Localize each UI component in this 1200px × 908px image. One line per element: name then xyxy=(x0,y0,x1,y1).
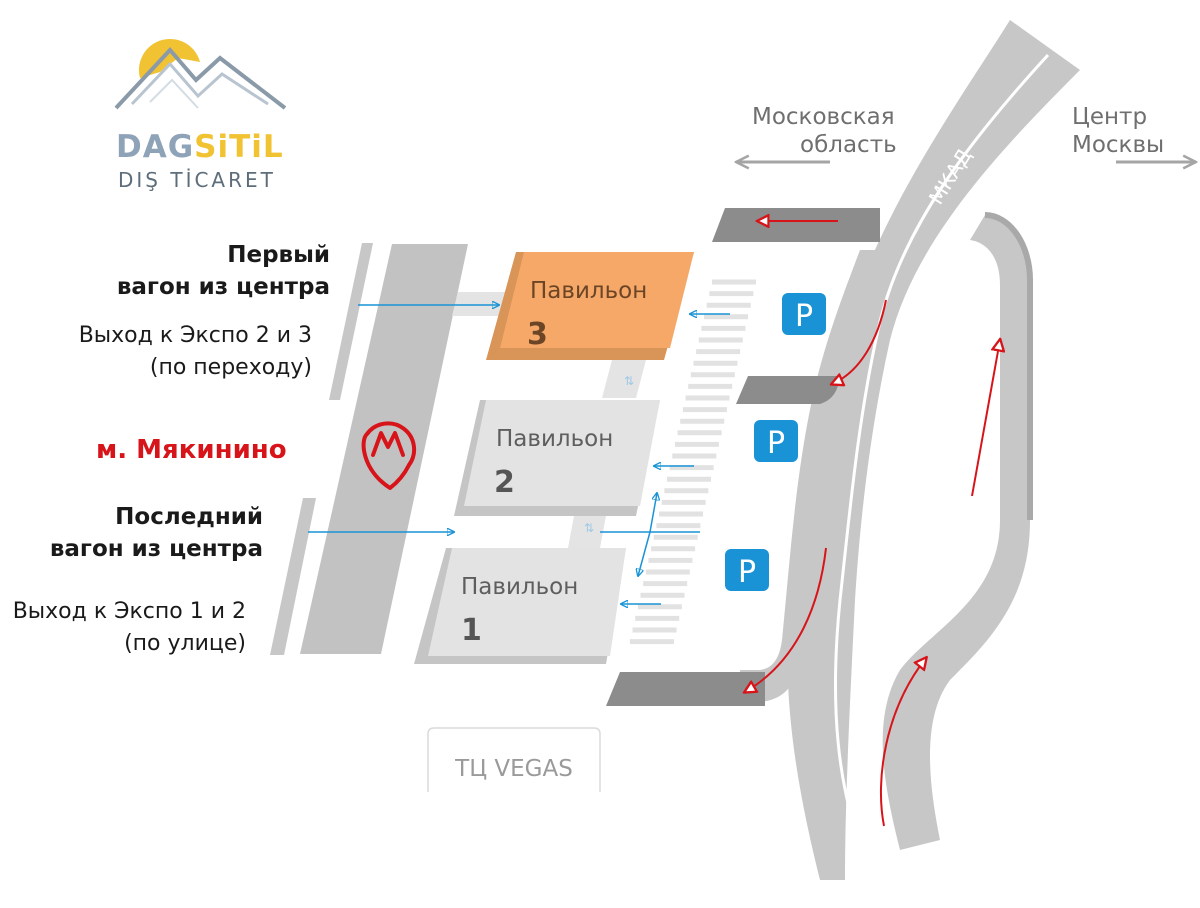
roads xyxy=(606,20,1080,880)
mkad-road xyxy=(787,20,1080,880)
label-moscow-center-1: Центр xyxy=(1072,104,1147,130)
ramp-middle xyxy=(736,376,840,404)
label-exit-23-2: (по переходу) xyxy=(150,355,312,380)
parking-icon: P xyxy=(725,549,769,591)
pavilion-2[interactable]: Павильон 2 xyxy=(454,400,660,516)
pavilion-2-number: 2 xyxy=(494,465,515,500)
label-last-car-1: Последний xyxy=(115,504,263,530)
walkways: ⇅ ⇅ xyxy=(452,292,646,548)
traffic-arrows xyxy=(745,221,1000,827)
pavilion-3-number: 3 xyxy=(527,317,548,352)
label-exit-12-1: Выход к Экспо 1 и 2 xyxy=(13,599,246,624)
pavilion-1[interactable]: Павильон 1 xyxy=(414,548,626,664)
brand-tagline: DIŞ TİCARET xyxy=(118,168,276,192)
pavilion-2-name: Павильон xyxy=(496,426,613,452)
local-road xyxy=(740,250,880,702)
label-last-car-2: вагон из центра xyxy=(50,536,263,562)
svg-text:DAGSiTiL: DAGSiTiL xyxy=(116,129,284,165)
label-first-car-2: вагон из центра xyxy=(117,274,330,300)
label-moscow-center-2: Москвы xyxy=(1072,132,1164,158)
tc-vegas-label: ТЦ VEGAS xyxy=(454,756,573,782)
ramp-bottom xyxy=(606,672,765,706)
tc-vegas-building: ТЦ VEGAS xyxy=(427,727,601,792)
svg-text:P: P xyxy=(767,426,785,461)
pavilion-3-name: Павильон xyxy=(530,278,647,304)
label-first-car-1: Первый xyxy=(227,242,330,268)
walking-route-arrows xyxy=(308,305,730,604)
crosswalk xyxy=(629,279,756,645)
svg-text:P: P xyxy=(738,555,756,590)
pavilion-1-number: 1 xyxy=(461,613,482,648)
label-exit-23-1: Выход к Экспо 2 и 3 xyxy=(79,323,312,348)
parking-icon: P xyxy=(754,420,798,462)
label-moscow-region-1: Московская xyxy=(752,104,895,130)
brand-part1: DAG xyxy=(116,129,194,165)
brand-part2: SiTiL xyxy=(194,129,283,165)
metro-platform xyxy=(270,243,468,655)
mountain-logo-icon xyxy=(114,38,287,110)
metro-m-icon xyxy=(361,421,417,490)
loop-ramp xyxy=(882,215,1030,850)
walkway-updown-icon: ⇅ xyxy=(624,374,634,388)
label-moscow-region-2: область xyxy=(800,132,897,158)
metro-station-name: м. Мякинино xyxy=(96,435,287,465)
pavilion-1-name: Павильон xyxy=(461,574,578,600)
pavilion-3[interactable]: Павильон 3 xyxy=(486,252,694,360)
label-exit-12-2: (по улице) xyxy=(124,631,246,656)
parking-icon: P xyxy=(782,293,826,335)
svg-text:P: P xyxy=(795,299,813,334)
ramp-top xyxy=(712,208,880,242)
walkway-updown-icon: ⇅ xyxy=(584,521,594,535)
dagsitil-logo: DAGSiTiL DIŞ TİCARET xyxy=(114,38,287,192)
